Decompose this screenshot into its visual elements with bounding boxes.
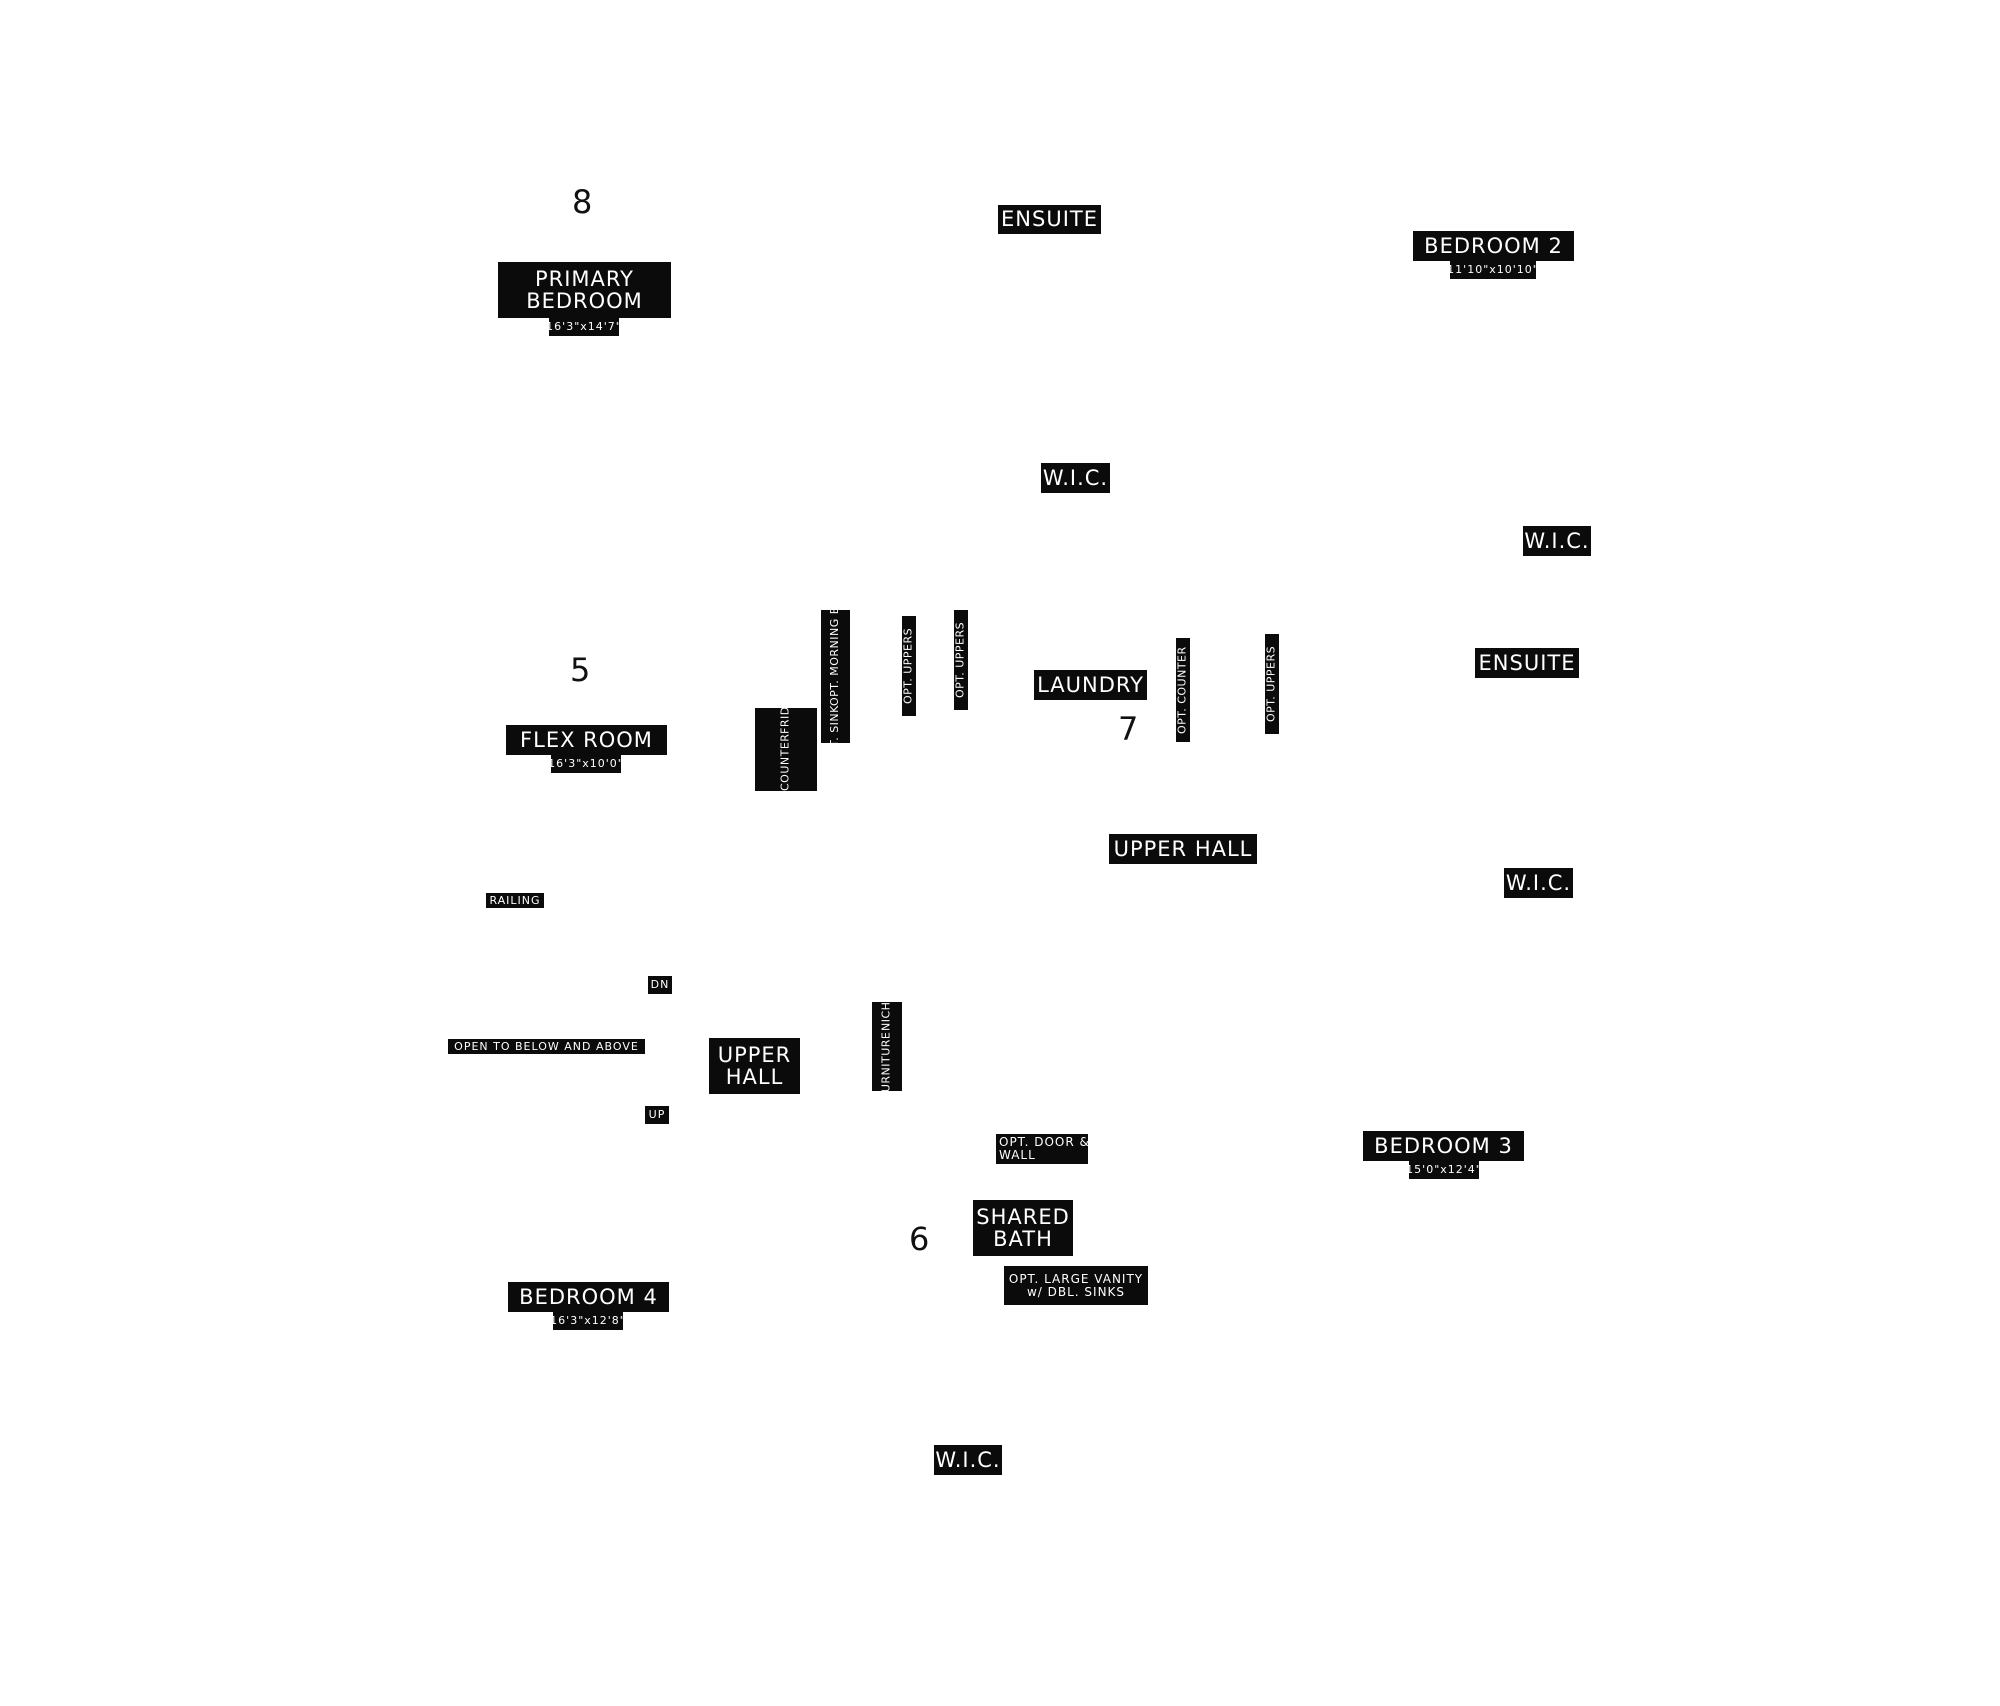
unit-number-8: 8: [572, 183, 593, 221]
bedroom-3-label: BEDROOM 3: [1363, 1131, 1524, 1161]
furniture-niche-label: FURNITURE NICHE: [872, 994, 902, 1099]
flex-room-dims: 16'3"x10'0": [548, 755, 623, 773]
opt-uppers-c-label: OPT. UPPERS: [1265, 634, 1279, 734]
railing-label: RAILING: [486, 893, 544, 908]
unit-number-6: 6: [909, 1220, 930, 1258]
laundry-label: LAUNDRY: [1034, 670, 1147, 700]
wic-right-lower-label: W.I.C.: [1504, 868, 1573, 898]
unit-number-5: 5: [570, 651, 591, 689]
bedroom-2-dims: 11'10"x10'10": [1447, 261, 1538, 279]
upper-hall-right-label: UPPER HALL: [1109, 834, 1257, 864]
opt-uppers-b-label: OPT. UPPERS: [954, 610, 968, 710]
wic-top-label: W.I.C.: [1041, 463, 1110, 493]
wic-right-upper-label: W.I.C.: [1523, 526, 1591, 556]
open-to-below-label: OPEN TO BELOW AND ABOVE: [448, 1039, 645, 1054]
opt-counter-label: OPT. COUNTER: [1176, 638, 1190, 742]
shared-bath-label: SHARED BATH: [973, 1200, 1073, 1256]
opt-under-counter-fridge-label: OPT. UNDER COUNTER FRIDGE OPENING: [755, 636, 817, 863]
bedroom-4-label: BEDROOM 4: [508, 1282, 669, 1312]
opt-large-vanity-label: OPT. LARGE VANITY w/ DBL. SINKS: [1004, 1266, 1148, 1305]
opt-uppers-a-label: OPT. UPPERS: [902, 616, 916, 716]
bedroom-2-label: BEDROOM 2: [1413, 231, 1574, 261]
unit-number-7: 7: [1118, 710, 1139, 748]
primary-bedroom-label: PRIMARY BEDROOM: [498, 262, 671, 318]
upper-hall-left-label: UPPER HALL: [709, 1038, 800, 1094]
bedroom-3-dims: 15'0"x12'4": [1406, 1161, 1481, 1179]
flex-room-label: FLEX ROOM: [506, 725, 667, 755]
opt-door-wall-label: OPT. DOOR & WALL: [996, 1134, 1089, 1164]
primary-bedroom-dims: 16'3"x14'7": [546, 318, 621, 336]
ensuite-top-label: ENSUITE: [998, 205, 1101, 234]
stair-up-label: UP: [645, 1106, 669, 1124]
wic-bottom-label: W.I.C.: [934, 1445, 1002, 1475]
stair-down-label: DN: [648, 976, 672, 994]
opt-sink-morning-bar-label: OPT. SINK OPT. MORNING BAR: [821, 590, 850, 763]
bedroom-4-dims: 16'3"x12'8": [550, 1312, 625, 1330]
ensuite-right-label: ENSUITE: [1475, 648, 1579, 678]
